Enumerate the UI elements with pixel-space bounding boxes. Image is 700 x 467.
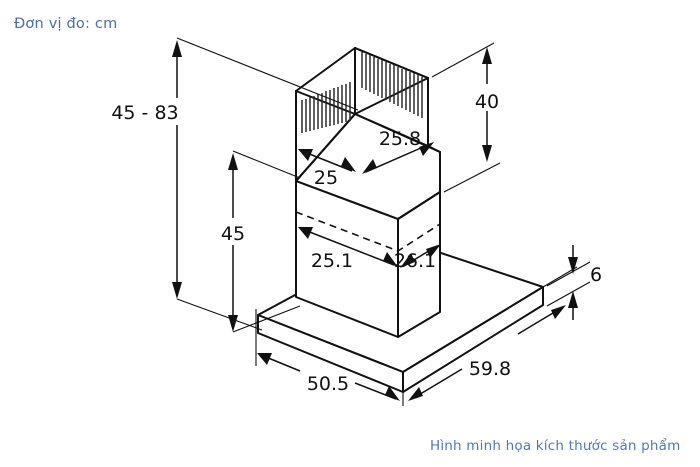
chimney-upper-inner-edge	[295, 113, 356, 182]
dimension-total-height: 45 - 83	[111, 37, 359, 331]
dimension-label-base-thickness: 6	[590, 264, 602, 286]
dimension-chimney-bottom-width-left: 25.1	[298, 227, 398, 272]
dimension-base-width: 50.5	[255, 309, 404, 406]
dimension-label-chimney-upper-height: 40	[475, 91, 499, 113]
dimension-chimney-upper-height: 40	[431, 42, 501, 193]
dimension-base-thickness: 6	[546, 245, 602, 320]
dimension-chimney-lower-height: 45	[221, 150, 301, 333]
dimension-label-chimney-top-width-right: 25.8	[379, 128, 421, 150]
dimension-label-base-width: 50.5	[307, 373, 349, 395]
dimension-label-base-depth: 59.8	[469, 358, 511, 380]
vent-slats-right	[361, 52, 423, 118]
dimension-label-chimney-top-width-left: 25	[314, 167, 338, 189]
chimney-hidden-edge	[295, 211, 441, 252]
dimension-label-chimney-bottom-width-left: 25.1	[311, 250, 353, 272]
chimney-upper-top-rim	[354, 47, 429, 79]
chimney-lower	[295, 180, 441, 338]
unit-caption: Đơn vị đo: cm	[14, 16, 118, 32]
vent-slats-left	[301, 82, 351, 133]
dimension-base-depth: 59.8	[408, 266, 578, 401]
dimension-label-total-height: 45 - 83	[111, 102, 178, 124]
chimney-mid-edge	[295, 180, 441, 220]
dimension-chimney-bottom-width-right: 26.1	[394, 244, 441, 272]
dimension-label-chimney-lower-height: 45	[221, 223, 245, 245]
dimension-chimney-top-width-right: 25.8	[362, 128, 434, 174]
dimension-label-chimney-bottom-width-right: 26.1	[394, 250, 436, 272]
dimension-chimney-top-width-left: 25	[298, 149, 356, 189]
figure-caption: Hình minh họa kích thước sản phẩm	[430, 438, 681, 454]
